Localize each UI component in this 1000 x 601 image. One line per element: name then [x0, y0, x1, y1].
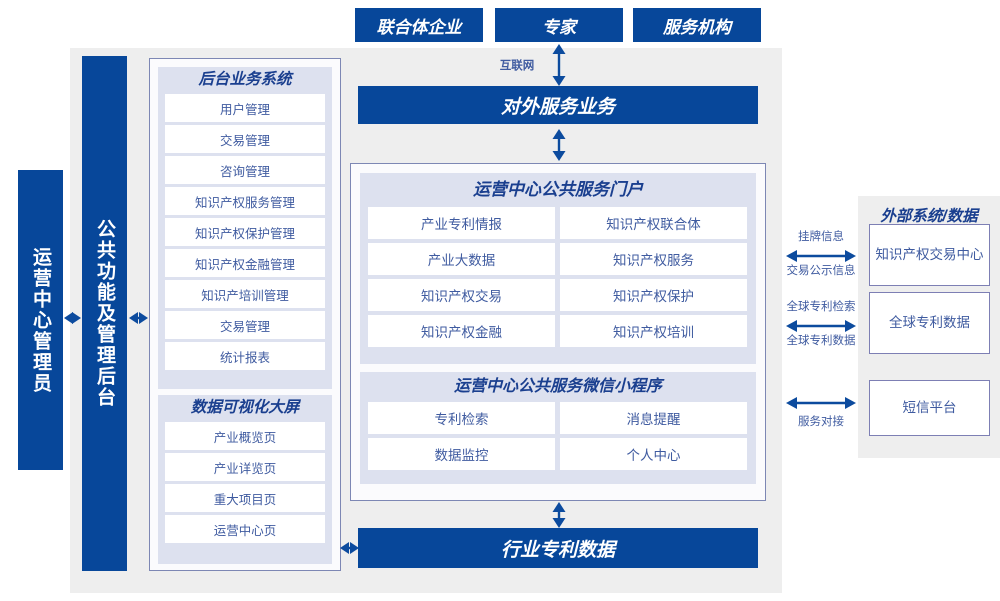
- role-bar-common-backend[interactable]: 公共功能及管理后台: [82, 56, 127, 571]
- external-link-arrow-3: [786, 397, 856, 409]
- big-screen-title: 数据可视化大屏: [190, 399, 300, 416]
- portal-item[interactable]: 知识产权服务: [560, 243, 747, 275]
- wechat-miniprogram-panel: 运营中心公共服务微信小程序 专利检索 消息提醒 数据监控 个人中心: [360, 372, 756, 484]
- portal-item[interactable]: 知识产权金融: [368, 315, 555, 347]
- external-link-1-label-above: 挂牌信息: [798, 231, 844, 243]
- portal-column-container: 运营中心公共服务门户 产业专利情报 知识产权联合体 产业大数据 知识产权服务 知…: [350, 163, 766, 501]
- backend-column-container: 后台业务系统 用户管理 交易管理 咨询管理 知识产权服务管理 知识产权保护管理 …: [149, 58, 341, 571]
- external-box-sms-platform[interactable]: 短信平台: [869, 380, 990, 436]
- list-item[interactable]: 统计报表: [165, 342, 325, 370]
- external-box-line2: 交易中心: [929, 246, 984, 262]
- industry-patent-data-bar[interactable]: 行业专利数据: [358, 528, 758, 568]
- wechat-item[interactable]: 消息提醒: [560, 402, 747, 434]
- wechat-title: 运营中心公共服务微信小程序: [453, 378, 662, 395]
- external-link-3-label-below: 服务对接: [798, 416, 844, 428]
- list-item[interactable]: 运营中心页: [165, 515, 325, 543]
- external-box-line1: 知识产权: [875, 246, 930, 262]
- portal-grid: 产业专利情报 知识产权联合体 产业大数据 知识产权服务 知识产权交易 知识产权保…: [360, 207, 756, 347]
- service-to-portal-arrow: [552, 129, 566, 161]
- external-link-2-label-above: 全球专利检索: [786, 301, 856, 313]
- list-item[interactable]: 交易管理: [165, 311, 325, 339]
- backend-system-panel: 后台业务系统 用户管理 交易管理 咨询管理 知识产权服务管理 知识产权保护管理 …: [158, 67, 332, 389]
- wechat-grid: 专利检索 消息提醒 数据监控 个人中心: [360, 402, 756, 470]
- external-service-bar[interactable]: 对外服务业务: [358, 86, 758, 124]
- list-item[interactable]: 交易管理: [165, 125, 325, 153]
- external-link-1-label-below: 交易公示信息: [786, 265, 856, 277]
- portal-item[interactable]: 产业大数据: [368, 243, 555, 275]
- admin-to-backend-arrow: [64, 312, 81, 324]
- backend-system-title: 后台业务系统: [198, 71, 292, 88]
- big-screen-panel: 数据可视化大屏 产业概览页 产业详览页 重大项目页 运营中心页: [158, 395, 332, 564]
- list-item[interactable]: 产业详览页: [165, 453, 325, 481]
- internet-label: 互联网: [499, 60, 535, 72]
- external-box-line2: 数据: [943, 314, 970, 330]
- role-bar-operation-center-admin[interactable]: 运营中心管理员: [18, 170, 63, 470]
- backend-to-industry-data-arrow: [340, 542, 359, 554]
- portal-to-industry-data-arrow: [552, 502, 566, 528]
- external-box-line1: 短信平台: [902, 399, 957, 415]
- list-item[interactable]: 用户管理: [165, 94, 325, 122]
- portal-item[interactable]: 知识产权联合体: [560, 207, 747, 239]
- portal-item[interactable]: 知识产权交易: [368, 279, 555, 311]
- list-item[interactable]: 产业概览页: [165, 422, 325, 450]
- list-item[interactable]: 重大项目页: [165, 484, 325, 512]
- wechat-item[interactable]: 专利检索: [368, 402, 555, 434]
- list-item[interactable]: 咨询管理: [165, 156, 325, 184]
- wechat-item[interactable]: 数据监控: [368, 438, 555, 470]
- external-link-arrow-2: [786, 320, 856, 332]
- portal-item[interactable]: 产业专利情报: [368, 207, 555, 239]
- external-box-line1: 全球专利: [889, 314, 943, 330]
- external-box-global-patent-data[interactable]: 全球专利 数据: [869, 292, 990, 354]
- backend-to-system-arrow: [129, 312, 148, 324]
- external-link-arrow-1: [786, 250, 856, 262]
- actor-box-consortium[interactable]: 联合体企业: [355, 8, 483, 42]
- external-systems-title: 外部系统/数据: [880, 208, 978, 225]
- list-item[interactable]: 知识产权服务管理: [165, 187, 325, 215]
- internet-connector-arrow: [552, 44, 566, 86]
- portal-item[interactable]: 知识产权培训: [560, 315, 747, 347]
- external-box-ip-trading-center[interactable]: 知识产权 交易中心: [869, 224, 990, 286]
- list-item[interactable]: 知识产权金融管理: [165, 249, 325, 277]
- portal-item[interactable]: 知识产权保护: [560, 279, 747, 311]
- actor-box-service-agency[interactable]: 服务机构: [633, 8, 761, 42]
- portal-title: 运营中心公共服务门户: [473, 180, 643, 199]
- list-item[interactable]: 知识产培训管理: [165, 280, 325, 308]
- wechat-item[interactable]: 个人中心: [560, 438, 747, 470]
- list-item[interactable]: 知识产权保护管理: [165, 218, 325, 246]
- external-link-2-label-below: 全球专利数据: [786, 335, 856, 347]
- actor-box-expert[interactable]: 专家: [495, 8, 623, 42]
- public-service-portal-panel: 运营中心公共服务门户 产业专利情报 知识产权联合体 产业大数据 知识产权服务 知…: [360, 173, 756, 364]
